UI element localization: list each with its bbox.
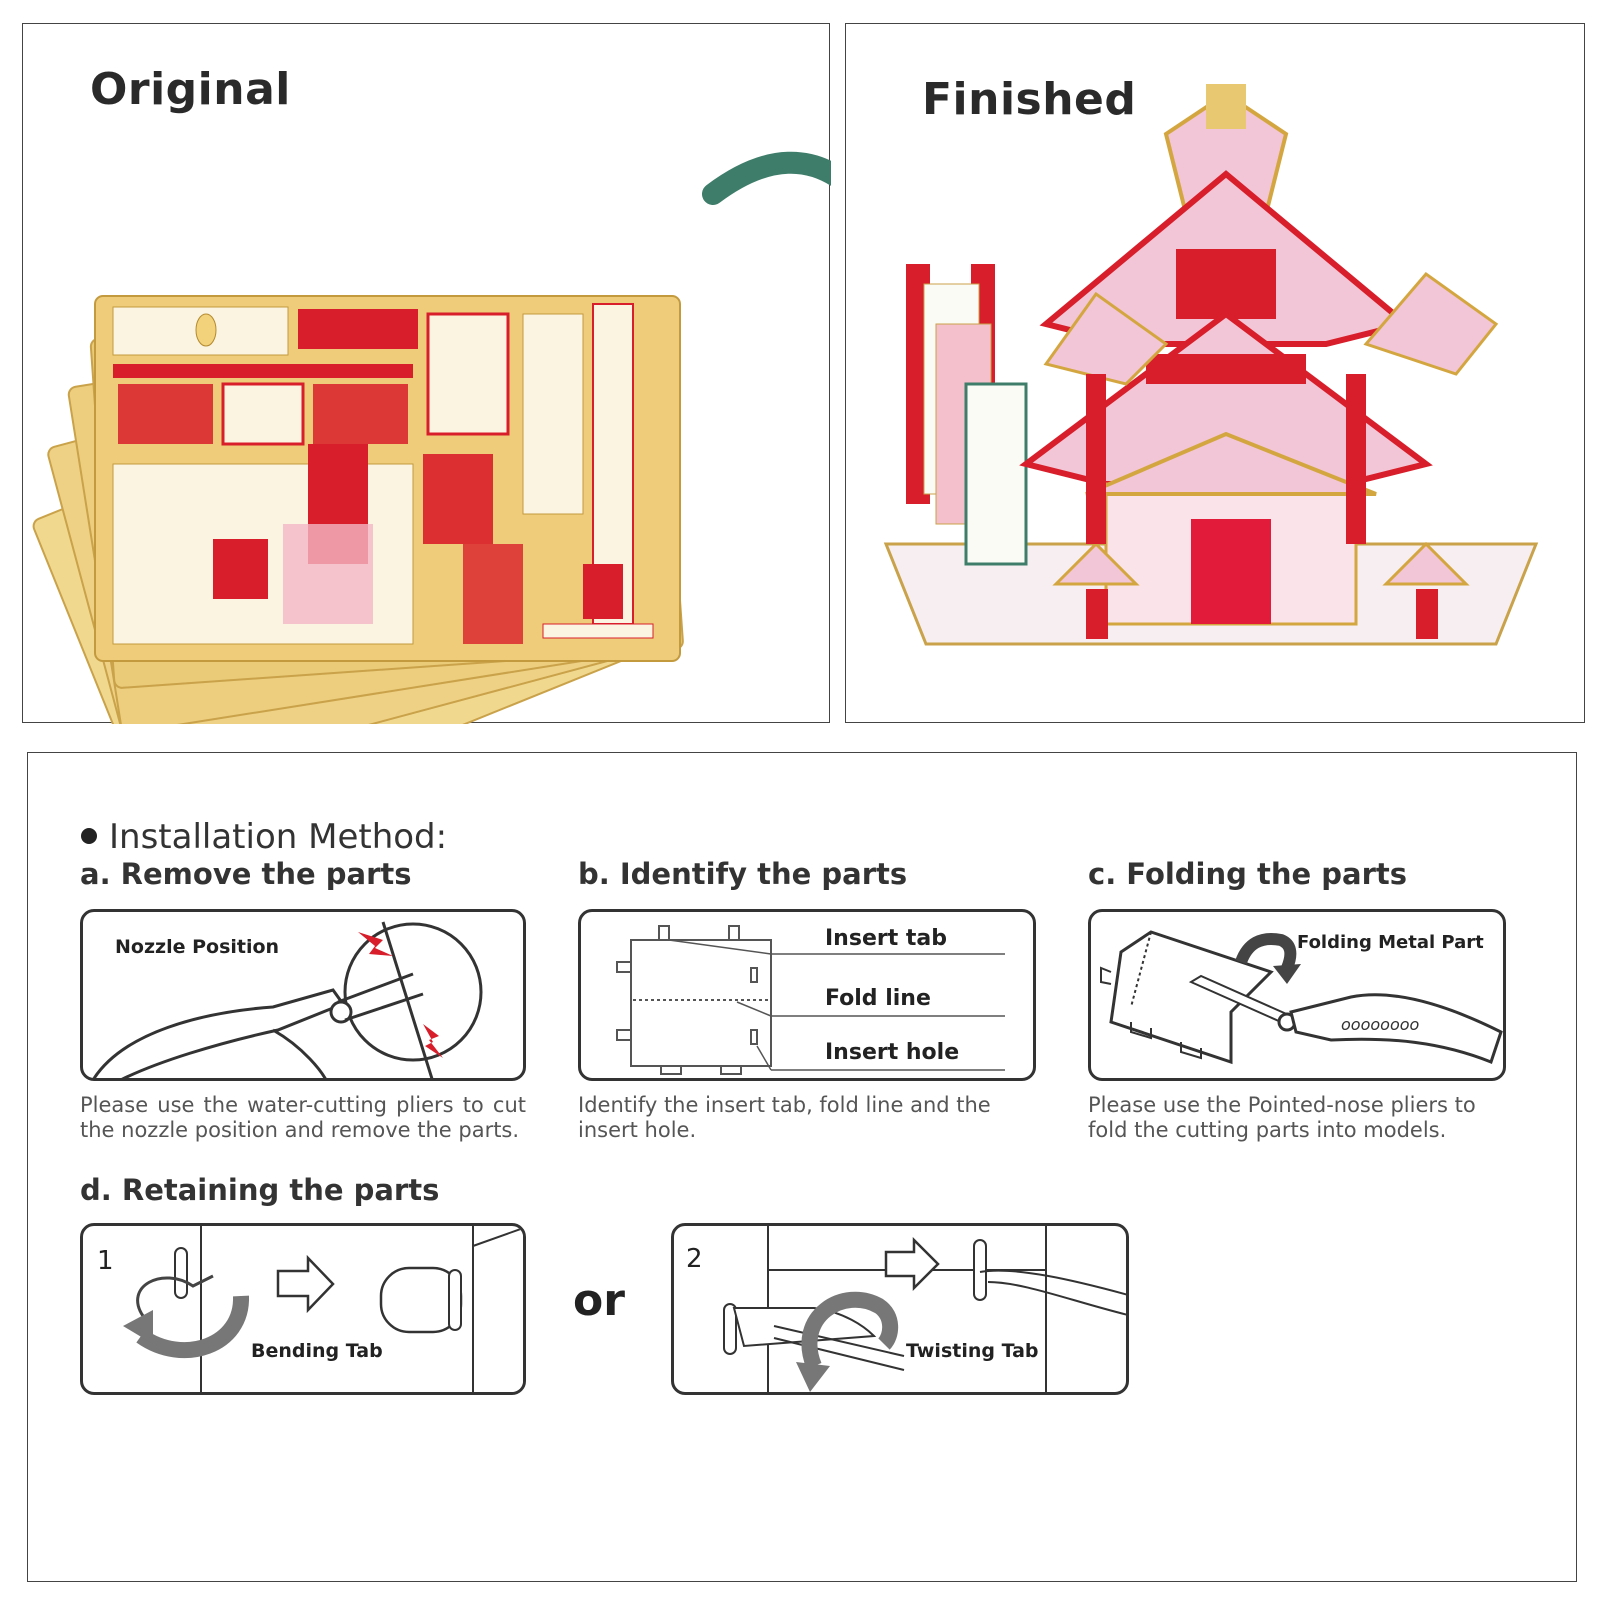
installation-heading: Installation Method: — [81, 817, 447, 857]
step-a-illustration-box: Nozzle Position — [80, 909, 526, 1081]
finished-title: Finished — [922, 74, 1137, 125]
cut-spark-icon — [358, 932, 393, 956]
water-cutting-pliers-illustration — [92, 921, 483, 1078]
twisting-tab-label: Twisting Tab — [906, 1340, 1039, 1362]
part-diagram-illustration — [616, 925, 1005, 1075]
insert-hole-label: Insert hole — [825, 1040, 960, 1065]
twisting-arrow-icon — [801, 1291, 899, 1369]
right-arrow-icon — [276, 1254, 335, 1314]
front-sheet — [94, 295, 681, 662]
metal-sheets-illustration — [32, 151, 831, 724]
finished-model-illustration — [883, 84, 1539, 646]
bending-arrow-icon — [136, 1274, 214, 1317]
original-panel: Original — [22, 23, 831, 724]
installation-heading-text: Installation Method: — [109, 817, 448, 857]
folding-metal-part-label: Folding Metal Part — [1297, 932, 1484, 953]
or-label: or — [573, 1275, 625, 1326]
finished-panel: Finished — [845, 23, 1585, 723]
cut-spark-icon-2 — [423, 1024, 443, 1058]
step-b-illustration-box: Insert tab Fold line Insert hole — [578, 909, 1036, 1081]
fold-line-label: Fold line — [825, 986, 931, 1011]
fold-arrow-icon — [1235, 933, 1297, 971]
insert-tab-label: Insert tab — [825, 926, 947, 951]
right-arrow-icon-2 — [884, 1236, 940, 1292]
step-a-description: Please use the water-cutting pliers to c… — [80, 1093, 526, 1142]
nozzle-position-label: Nozzle Position — [115, 936, 280, 958]
option1-number: 1 — [97, 1246, 114, 1276]
step-c-illustration-box: oooooooo Folding Metal Part — [1088, 909, 1506, 1081]
step-c-description: Please use the Pointed-nose pliers to fo… — [1088, 1093, 1476, 1142]
step-b-title: b. Identify the parts — [578, 857, 908, 891]
twisting-tab-illustration — [723, 1226, 1126, 1392]
zoom-circle — [343, 922, 483, 1062]
option2-number: 2 — [686, 1244, 703, 1274]
transform-arrow — [702, 151, 831, 205]
pointed-nose-pliers-illustration: oooooooo — [1100, 930, 1503, 1065]
installation-panel: Installation Method: a. Remove the parts… — [27, 752, 1577, 1582]
svg-text:oooooooo: oooooooo — [1341, 1015, 1420, 1034]
step-d-title: d. Retaining the parts — [80, 1173, 440, 1207]
step-b-description: Identify the insert tab, fold line and t… — [578, 1093, 991, 1142]
step-a-title: a. Remove the parts — [80, 857, 412, 891]
original-title: Original — [90, 64, 291, 115]
step-d-option1-box: 1 Bending Tab — [80, 1223, 526, 1395]
bending-tab-label: Bending Tab — [251, 1340, 383, 1362]
bending-tab-illustration — [123, 1226, 523, 1392]
step-d-option2-box: 2 Twisting Tab — [671, 1223, 1129, 1395]
step-c-title: c. Folding the parts — [1088, 857, 1408, 891]
bullet-icon — [81, 827, 97, 844]
